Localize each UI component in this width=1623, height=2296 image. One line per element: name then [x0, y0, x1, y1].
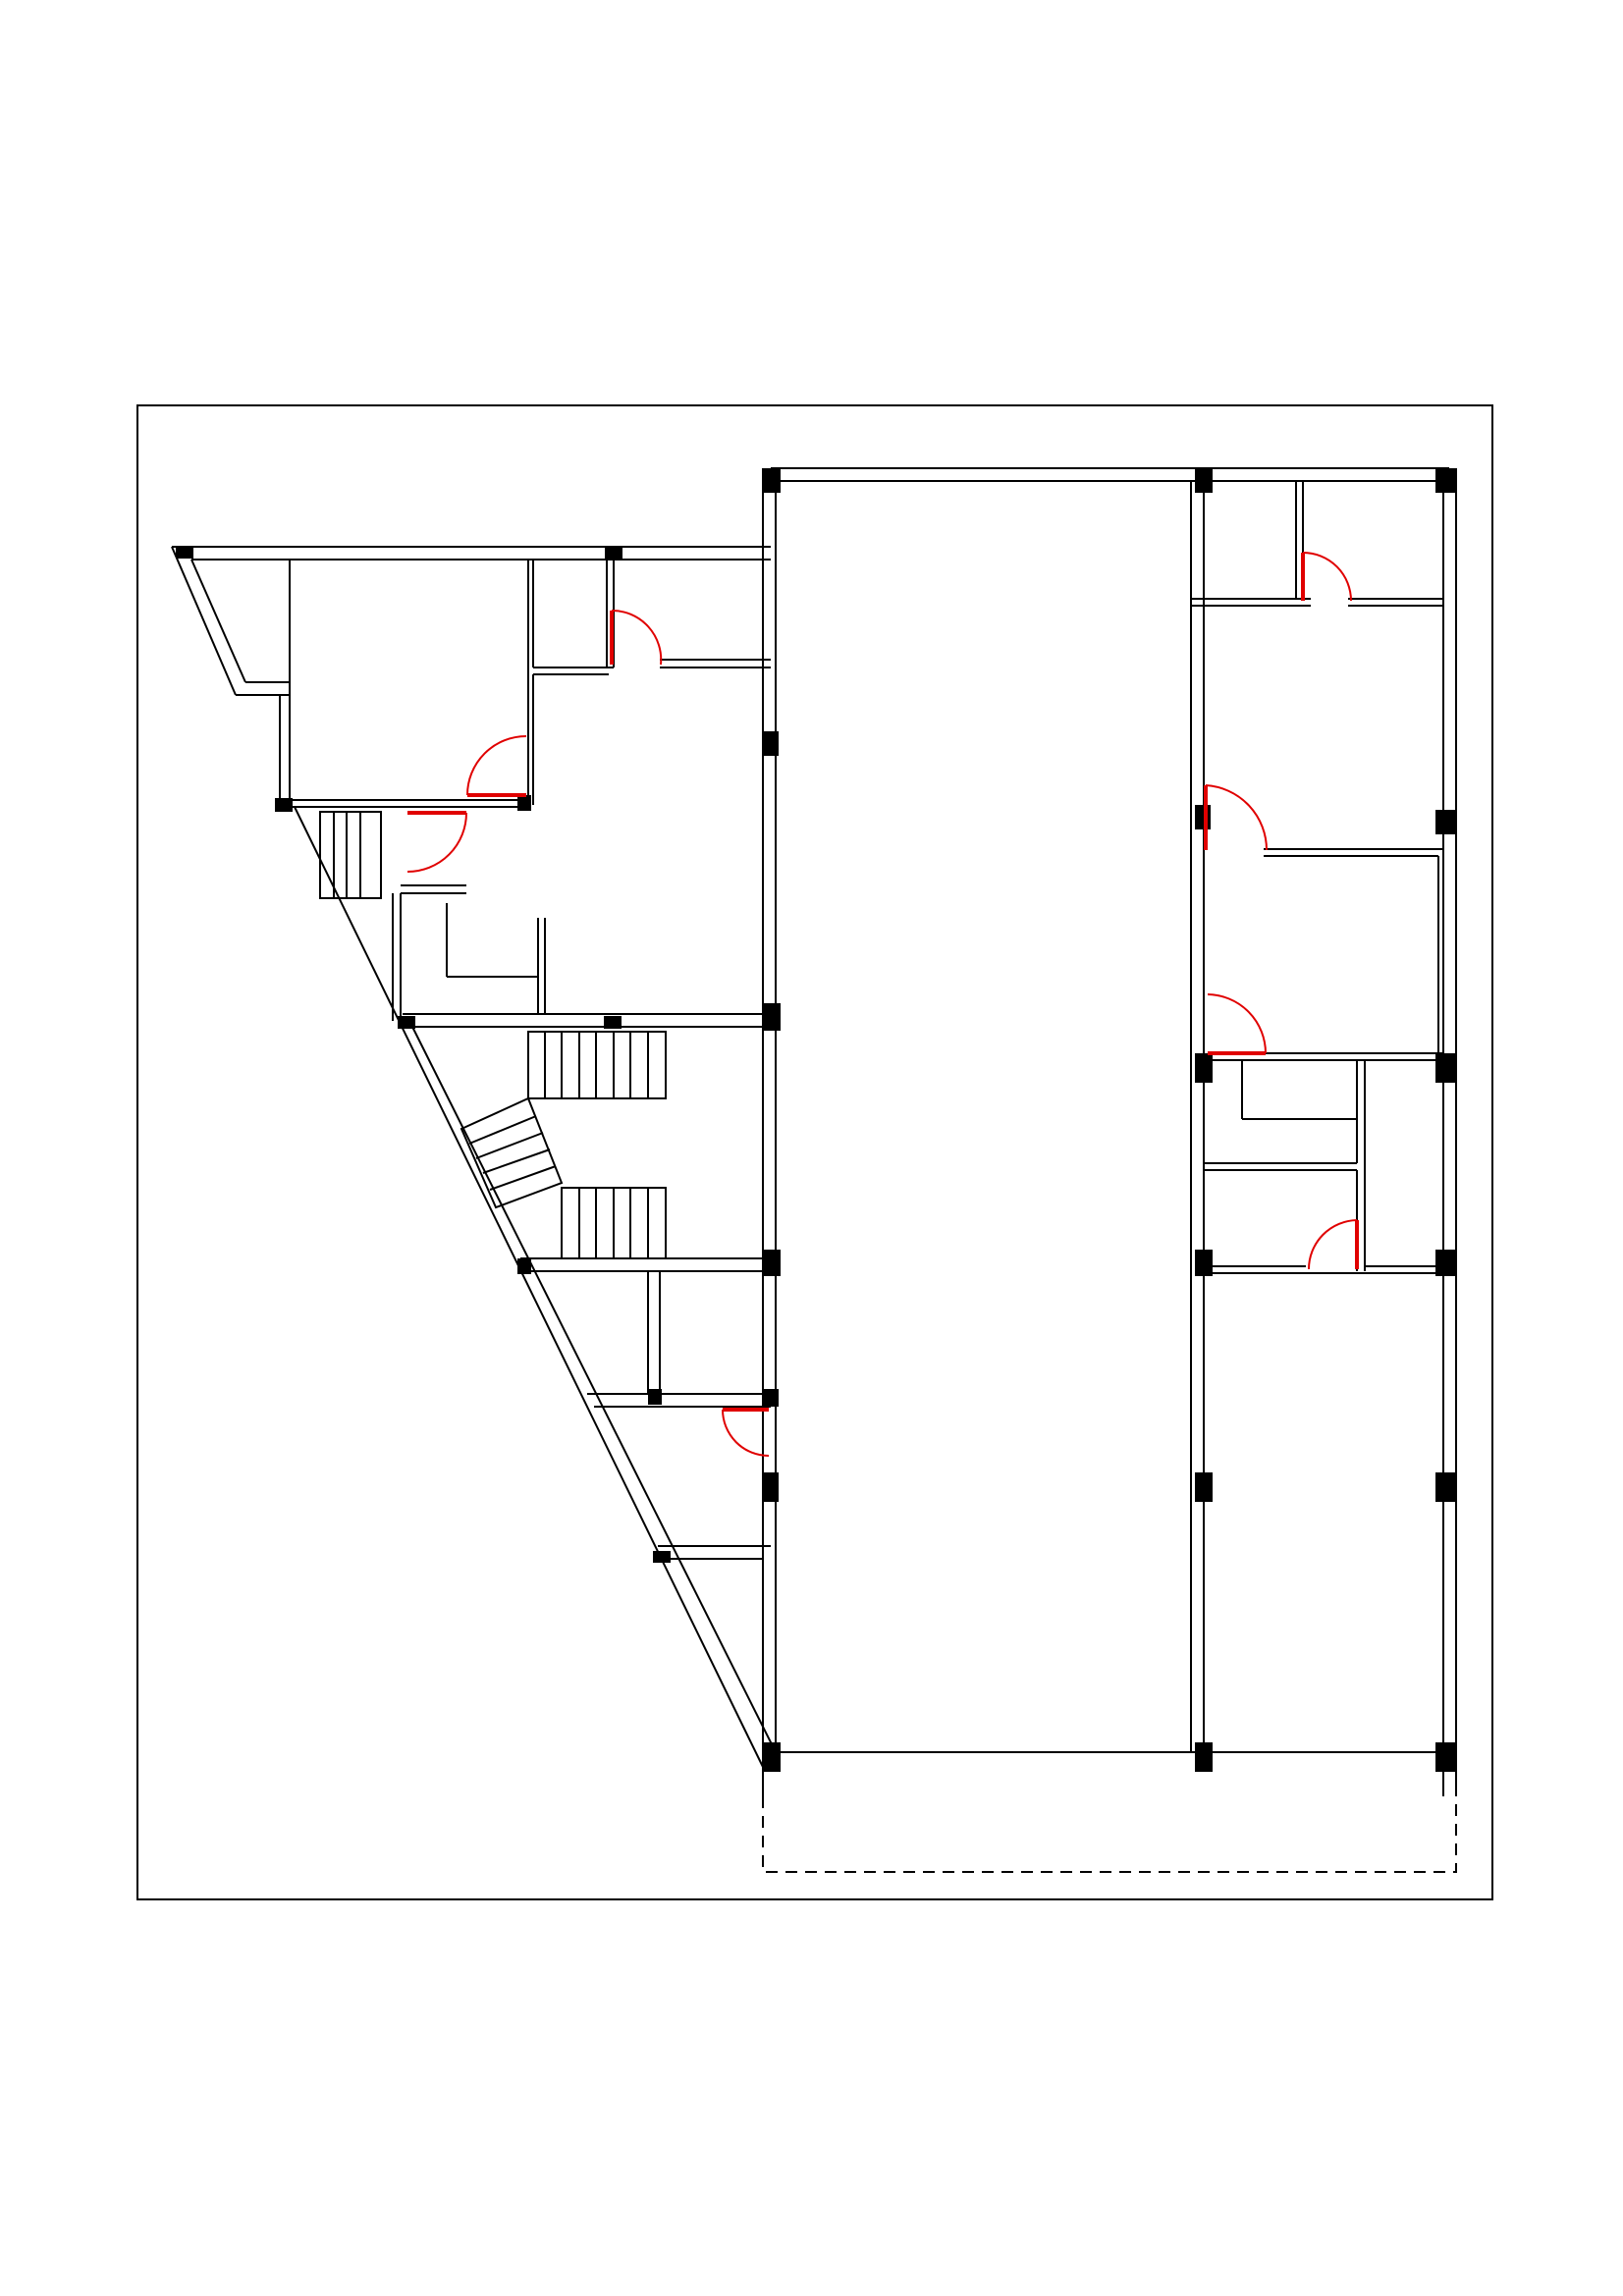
door-lobby — [406, 811, 467, 873]
staircase-middle-top — [527, 1031, 667, 1099]
structural-columns — [176, 468, 1455, 1772]
diagonal-boundary — [294, 806, 777, 1768]
right-rooms-walls — [1191, 481, 1443, 1274]
sheet-frame — [136, 404, 1493, 1900]
staircase-middle-diagonal — [460, 1096, 564, 1209]
door-room-top-right — [1301, 552, 1352, 602]
main-hall-walls — [762, 467, 1457, 1796]
door-small-room-upper-left — [610, 609, 663, 666]
door-bath — [1308, 1219, 1359, 1270]
staircase-upper — [319, 811, 382, 899]
staircase-middle-bottom — [561, 1187, 667, 1259]
door-lower-room — [722, 1408, 770, 1457]
door-room-a — [466, 735, 527, 797]
left-upper-walls — [171, 481, 771, 1028]
door-bedroom-1 — [1204, 784, 1269, 851]
dashed-outline — [762, 1796, 1457, 1873]
door-bedroom-2 — [1207, 993, 1267, 1055]
